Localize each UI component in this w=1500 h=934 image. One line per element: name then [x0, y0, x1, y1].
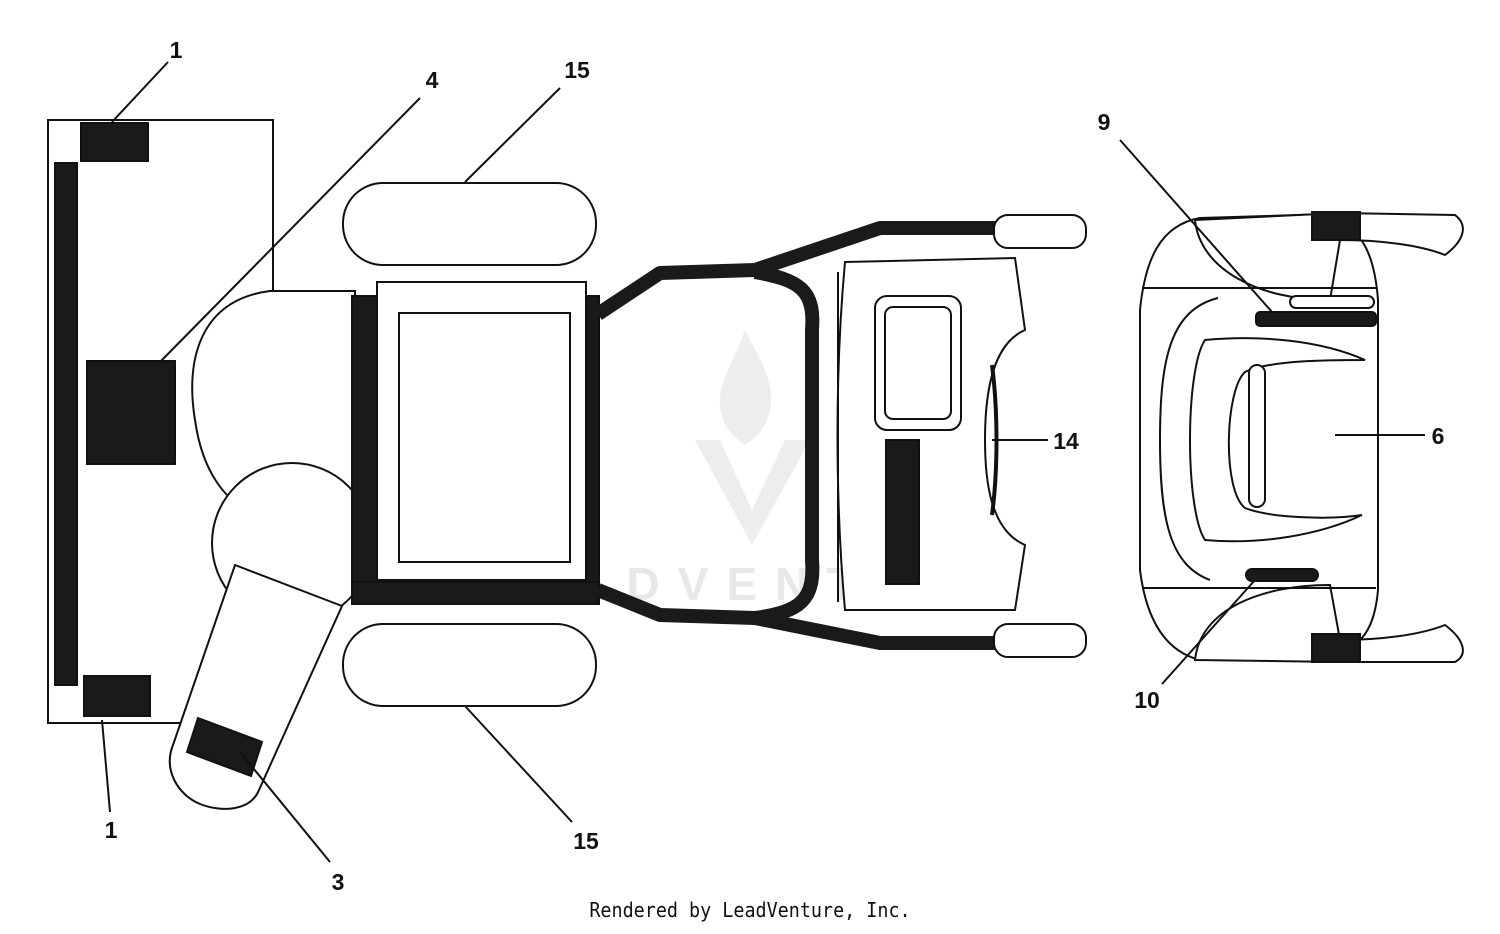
leader-15-bottom [464, 705, 573, 823]
callout-3: 3 [332, 869, 345, 895]
decal-1-bottom [83, 675, 151, 717]
leader-9 [1119, 139, 1273, 313]
callout-1-bottom: 1 [105, 817, 118, 843]
leader-4 [159, 97, 421, 363]
decal-9 [1255, 311, 1377, 327]
control-window-inner [884, 306, 952, 420]
center-housing-inner [398, 312, 571, 563]
callout-15-top: 15 [564, 57, 590, 83]
footer-credit: Rendered by LeadVenture, Inc. [589, 898, 911, 922]
leader-1-bottom [101, 719, 111, 813]
decal-14-strip [885, 439, 920, 585]
grip-bottom [993, 623, 1087, 658]
frame-bottom-bar [351, 581, 600, 605]
rear-side-curve [1158, 297, 1219, 581]
callout-6: 6 [1432, 423, 1445, 449]
rear-clamp-bottom [1311, 633, 1361, 663]
rear-view [1139, 211, 1464, 663]
rear-clamp-top [1311, 211, 1361, 241]
callout-15-bottom: 15 [573, 828, 599, 854]
rear-vent-slot [1248, 364, 1266, 508]
callout-9: 9 [1098, 109, 1111, 135]
discharge-chute [168, 563, 344, 810]
decal-10 [1245, 568, 1319, 582]
control-panel [836, 256, 1027, 611]
rear-handle-top [1193, 211, 1464, 302]
handle-upper-arm [594, 221, 1000, 320]
rear-slot-top [1289, 295, 1375, 309]
v-watermark-icon [695, 440, 810, 545]
callout-10: 10 [1134, 687, 1160, 713]
decal-4 [86, 360, 176, 465]
grip-top [993, 214, 1087, 249]
handle-frame [594, 221, 1000, 650]
callout-1-top: 1 [170, 37, 183, 63]
handle-loop [753, 265, 820, 625]
frame-bar-left [351, 295, 379, 603]
callout-labels: 1 1 3 4 15 15 14 9 10 6 [105, 37, 1445, 895]
leader-lines [101, 61, 1425, 863]
leader-3 [239, 751, 331, 863]
decal-3 [185, 716, 264, 778]
front-panel [47, 119, 274, 724]
front-edge-bar [54, 162, 78, 686]
decal-1-top [80, 122, 149, 162]
wheel-bottom [342, 623, 597, 707]
rear-cover [1189, 337, 1366, 543]
wheel-top [342, 182, 597, 266]
leader-1-top [111, 61, 169, 123]
leader-10 [1161, 579, 1256, 685]
callout-4: 4 [426, 67, 439, 93]
callout-14: 14 [1053, 428, 1079, 454]
leader-15-top [464, 87, 561, 183]
flame-watermark-icon [719, 330, 771, 445]
